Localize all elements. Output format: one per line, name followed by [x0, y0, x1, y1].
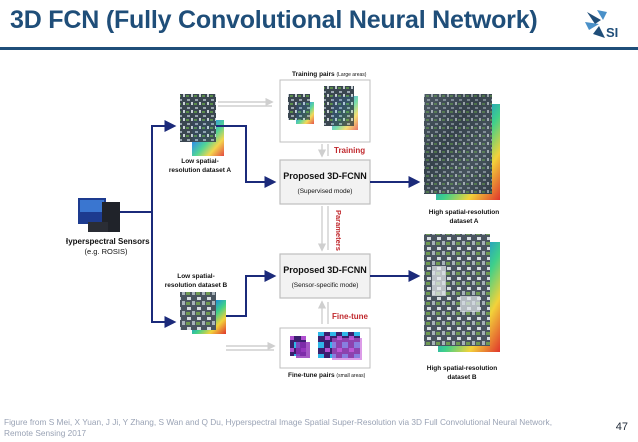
fcnn-sensor-sub: (Sensor-specific mode)	[292, 282, 359, 289]
figure-citation: Figure from S Mei, X Yuan, J Ji, Y Zhang…	[4, 417, 553, 438]
fcnn-supervised-title: Proposed 3D-FCNN	[283, 171, 367, 181]
high-res-dataset-a-image	[424, 94, 500, 200]
page-number: 47	[615, 421, 628, 433]
sensor-label-1: Hyperspectral Sensors	[66, 237, 150, 246]
slide-title: 3D FCN (Fully Convolutional Neural Netwo…	[10, 6, 538, 34]
finetune-pairs-title: Fine-tune pairs (small areas)	[288, 372, 366, 379]
gray-flow-arrows	[218, 97, 329, 351]
high-res-dataset-b-image	[424, 234, 500, 352]
fcnn-supervised-sub: (Supervised mode)	[298, 188, 353, 195]
low-res-dataset-a-image	[180, 94, 224, 156]
low-res-b-label-2: resolution dataset B	[165, 282, 228, 289]
training-pair-images	[288, 86, 358, 130]
si-logo-icon	[585, 10, 607, 38]
finetune-pair-images	[290, 332, 362, 360]
title-rule	[0, 47, 638, 50]
fcnn-sensor-specific-box	[279, 253, 371, 299]
sensor-label-2: (e.g. ROSIS)	[85, 247, 128, 256]
high-res-b-label-1: High spatial-resolution	[427, 365, 497, 372]
training-pairs-title: Training pairs (Large areas)	[292, 71, 367, 78]
navy-flow-arrows	[120, 120, 421, 328]
parameters-label: Parameters	[334, 210, 343, 251]
low-res-b-label-1: Low spatial-	[177, 273, 215, 280]
high-res-a-label-1: High spatial-resolution	[429, 209, 499, 216]
fcnn-supervised-box	[279, 159, 371, 205]
hyperspectral-sensor-icon	[78, 198, 120, 232]
architecture-diagram: Hyperspectral Sensors (e.g. ROSIS) Low s…	[66, 71, 500, 381]
low-res-a-label-2: resolution dataset A	[169, 167, 232, 174]
low-res-dataset-b-image	[180, 292, 226, 334]
training-label: Training	[334, 146, 365, 155]
finetune-label: Fine-tune	[332, 312, 369, 321]
high-res-a-label-2: dataset A	[449, 218, 478, 225]
high-res-b-label-2: dataset B	[447, 374, 477, 381]
low-res-a-label-1: Low spatial-	[181, 158, 219, 165]
logo-text: SI	[606, 25, 619, 40]
fcnn-sensor-title: Proposed 3D-FCNN	[283, 265, 367, 275]
